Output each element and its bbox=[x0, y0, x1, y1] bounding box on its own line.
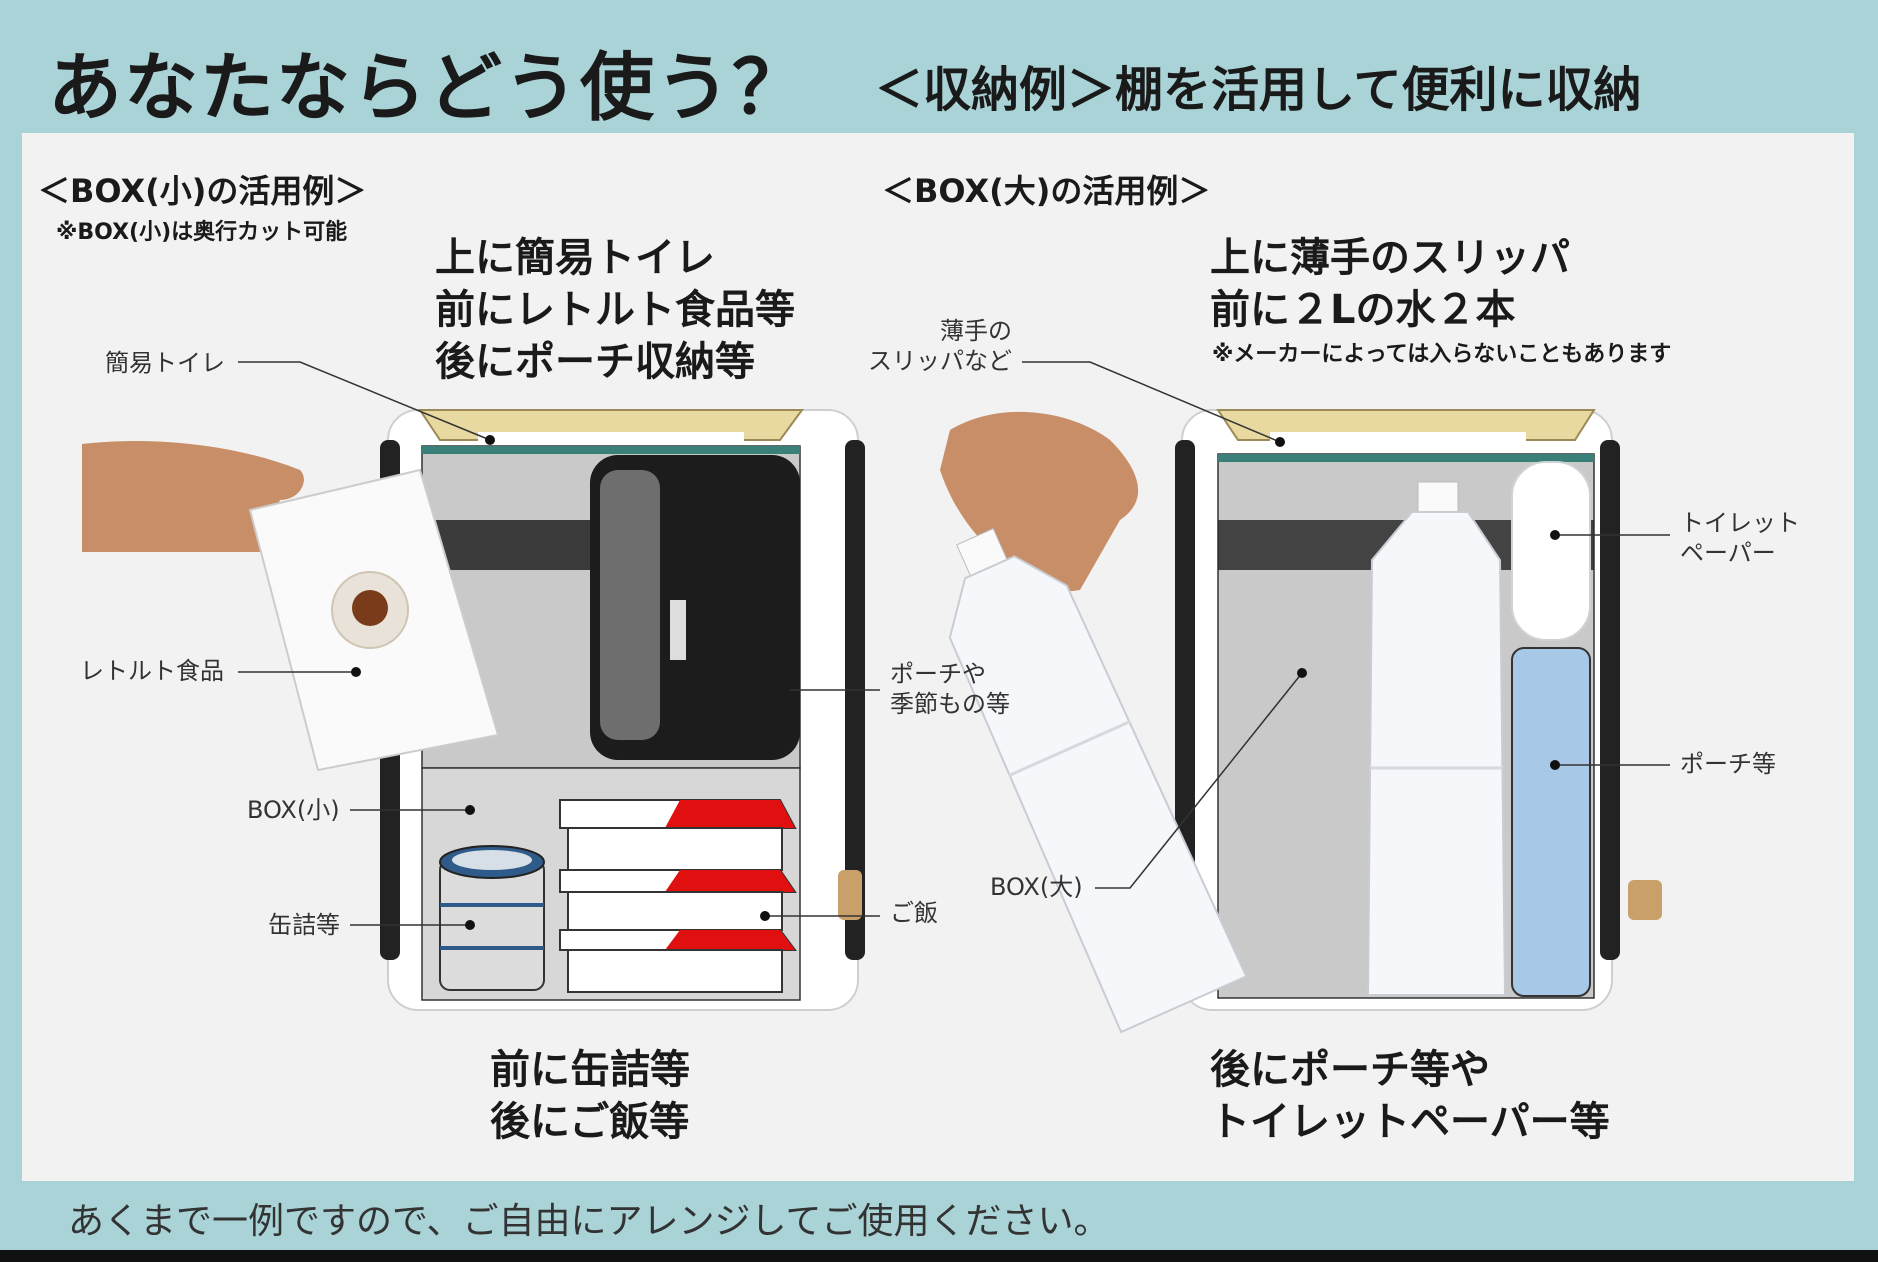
caption-line: 前に缶詰等 bbox=[490, 1047, 690, 1093]
left-section-title: ＜BOX(小)の活用例＞ bbox=[38, 172, 367, 210]
footer-bar bbox=[0, 1250, 1878, 1262]
callout-line: 季節もの等 bbox=[890, 690, 1010, 718]
caption-line: 上に薄手のスリッパ bbox=[1210, 235, 1570, 281]
callout-rice: ご飯 bbox=[890, 899, 938, 927]
callout-line: スリッパなど bbox=[868, 347, 1012, 375]
right-caption-note: ※メーカーによっては入らないこともあります bbox=[1212, 342, 1672, 367]
left-top-caption: 上に簡易トイレ 前にレトルト食品等 後にポーチ収納等 bbox=[435, 232, 795, 388]
left-bottom-caption: 前に缶詰等 後にご飯等 bbox=[490, 1044, 690, 1148]
right-bottom-caption: 後にポーチ等や トイレットペーパー等 bbox=[1210, 1044, 1610, 1148]
page-subtitle: ＜収納例＞棚を活用して便利に収納 bbox=[875, 62, 1642, 118]
callout-line: トイレット bbox=[1680, 509, 1800, 537]
footer-note: あくまで一例ですので、ご自由にアレンジしてご使用ください。 bbox=[68, 1201, 1110, 1242]
caption-line: 上に簡易トイレ bbox=[435, 235, 715, 281]
caption-line: 前にレトルト食品等 bbox=[435, 287, 795, 333]
callout-box-small: BOX(小) bbox=[247, 796, 340, 824]
callout-box-large: BOX(大) bbox=[990, 873, 1083, 901]
callout-line: ペーパー bbox=[1680, 539, 1776, 567]
right-top-caption: 上に薄手のスリッパ 前に２Lの水２本 bbox=[1210, 232, 1570, 336]
callout-pouch-right: ポーチ等 bbox=[1680, 750, 1776, 778]
callout-toilet-paper: トイレット ペーパー bbox=[1680, 508, 1800, 568]
page-title: あなたならどう使う？ bbox=[48, 45, 808, 131]
caption-line: 前に２Lの水２本 bbox=[1210, 287, 1516, 333]
callout-slippers: 薄手の スリッパなど bbox=[850, 316, 1012, 376]
callout-cans: 缶詰等 bbox=[268, 911, 340, 939]
callout-pouch-left: ポーチや 季節もの等 bbox=[890, 659, 1010, 719]
callout-retort: レトルト食品 bbox=[80, 657, 224, 685]
callout-toilet: 簡易トイレ bbox=[105, 349, 225, 377]
caption-line: トイレットペーパー等 bbox=[1210, 1099, 1610, 1145]
right-section-title: ＜BOX(大)の活用例＞ bbox=[882, 172, 1211, 210]
caption-line: 後にご飯等 bbox=[490, 1099, 690, 1145]
callout-line: 薄手の bbox=[940, 317, 1012, 345]
right-backpack-illustration bbox=[940, 409, 1662, 1034]
caption-line: 後にポーチ収納等 bbox=[435, 339, 755, 385]
callout-line: ポーチや bbox=[890, 660, 986, 688]
caption-line: 後にポーチ等や bbox=[1210, 1047, 1490, 1093]
left-section-note: ※BOX(小)は奥行カット可能 bbox=[56, 220, 348, 245]
left-backpack-illustration bbox=[82, 409, 865, 1011]
